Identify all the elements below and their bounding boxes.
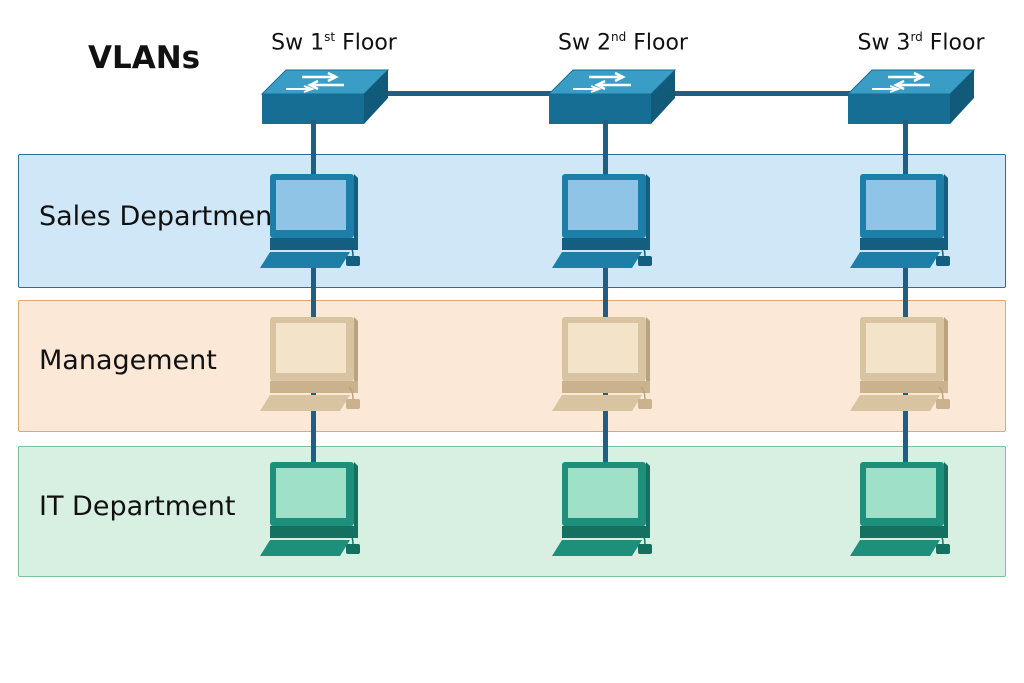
vertical-link-3-top: [903, 120, 908, 180]
vlan-label-it: IT Department: [39, 491, 236, 522]
desktop-computer-icon[interactable]: [846, 172, 956, 277]
desktop-computer-icon[interactable]: [846, 315, 956, 420]
switch-label-2-suffix: nd: [610, 30, 627, 44]
desktop-computer-icon[interactable]: [256, 315, 366, 420]
vlan-band-management: Management: [18, 300, 1006, 432]
switch-label-2-prefix: Sw 2: [558, 30, 611, 56]
switch-label-3: Sw 3rd Floor: [821, 30, 1021, 55]
switch-label-2: Sw 2nd Floor: [523, 30, 723, 55]
trunk-link-2-3: [670, 91, 850, 96]
trunk-link-1-2: [385, 91, 555, 96]
vertical-link-2-top: [603, 120, 608, 180]
network-switch-icon[interactable]: [545, 66, 677, 126]
vlan-label-management: Management: [39, 345, 217, 376]
switch-label-1: Sw 1st Floor: [234, 30, 434, 55]
desktop-computer-icon[interactable]: [256, 172, 366, 277]
desktop-computer-icon[interactable]: [256, 460, 366, 565]
network-switch-icon[interactable]: [844, 66, 976, 126]
desktop-computer-icon[interactable]: [548, 460, 658, 565]
vertical-link-1-top: [311, 120, 316, 180]
switch-label-1-rest: Floor: [335, 30, 397, 56]
switch-label-1-prefix: Sw 1: [271, 30, 325, 56]
switch-label-3-suffix: rd: [910, 30, 923, 44]
vlan-band-sales: Sales Departmen: [18, 154, 1006, 288]
desktop-computer-icon[interactable]: [846, 460, 956, 565]
switch-label-3-rest: Floor: [922, 30, 985, 56]
switch-label-1-suffix: st: [324, 30, 336, 44]
switch-label-3-prefix: Sw 3: [857, 30, 911, 56]
desktop-computer-icon[interactable]: [548, 315, 658, 420]
diagram-title: VLANs: [88, 40, 201, 76]
switch-label-2-rest: Floor: [626, 30, 688, 56]
network-switch-icon[interactable]: [258, 66, 390, 126]
vlan-band-it: IT Department: [18, 446, 1006, 577]
vlan-label-sales: Sales Departmen: [39, 201, 273, 232]
desktop-computer-icon[interactable]: [548, 172, 658, 277]
